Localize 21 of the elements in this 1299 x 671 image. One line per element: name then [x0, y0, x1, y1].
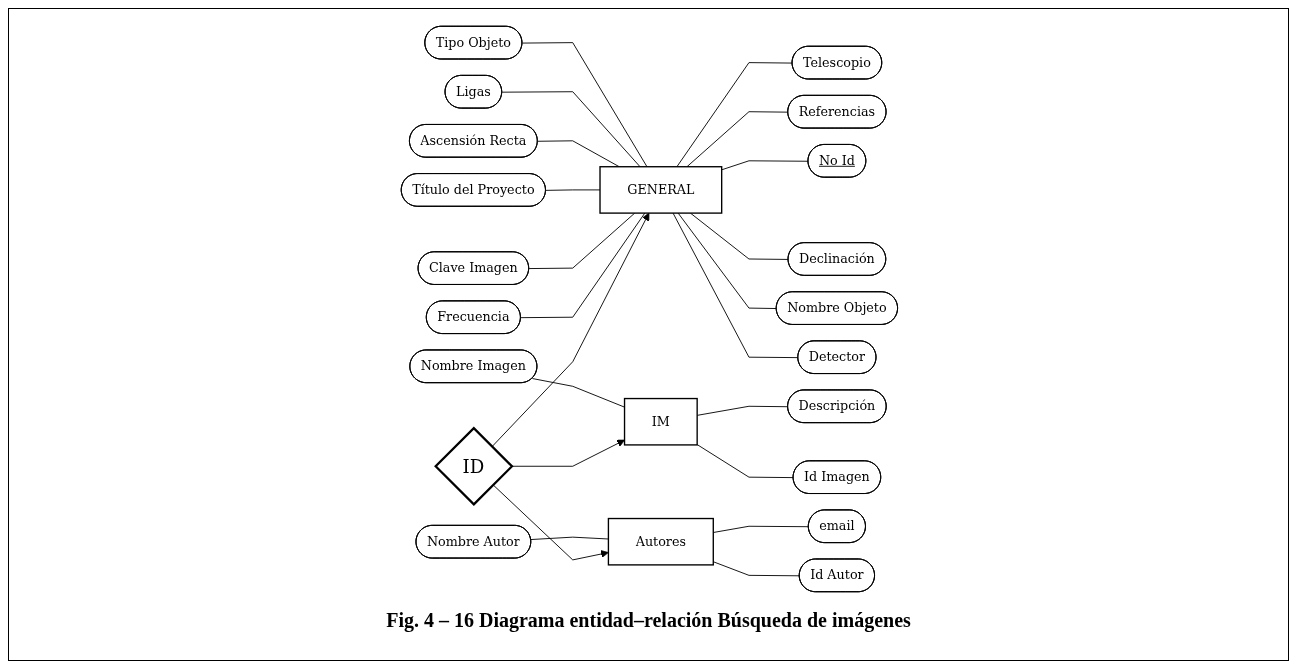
connector: [686, 111, 789, 168]
connector: [520, 212, 645, 319]
connector: [672, 212, 799, 359]
connector: [689, 212, 789, 260]
connector: [528, 212, 635, 270]
node-box: Autores: [607, 517, 714, 566]
node-diamond: ID: [433, 426, 514, 507]
connector: [531, 378, 625, 408]
connector: [712, 525, 809, 533]
connector: [521, 42, 647, 168]
node-box: IM: [623, 397, 698, 446]
connector: [712, 561, 800, 577]
node-box: GENERAL: [598, 166, 722, 214]
connector: [501, 91, 641, 168]
connector: [676, 62, 793, 168]
connector: [677, 212, 777, 309]
connector: [536, 140, 620, 168]
connector: [696, 405, 789, 416]
connector: [696, 444, 794, 479]
figure-caption: Fig. 4 – 16 Diagrama entidad–relación Búsqueda de imágenes: [386, 609, 911, 631]
connector: [530, 536, 609, 540]
